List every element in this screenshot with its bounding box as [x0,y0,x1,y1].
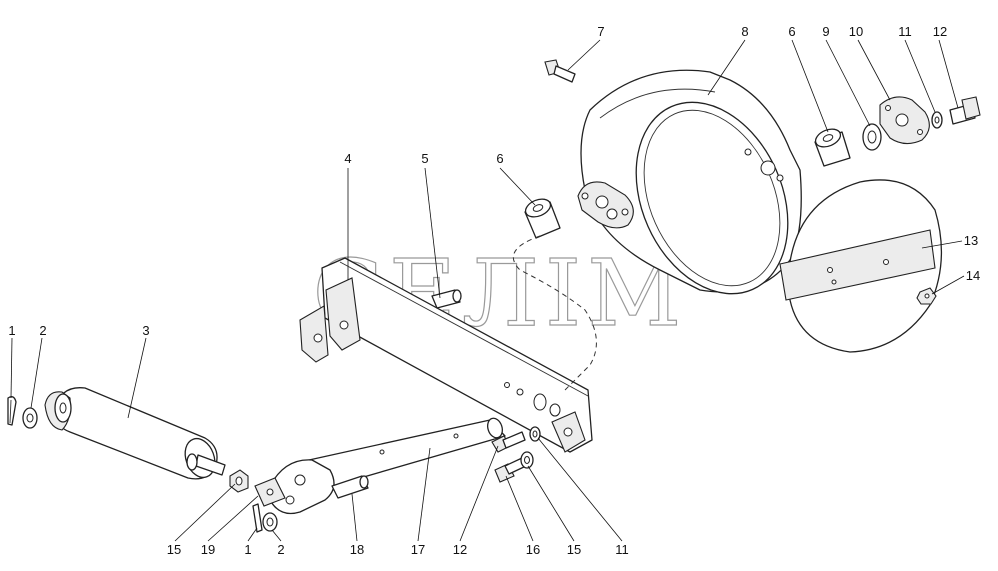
assembly-dashed-line [512,235,597,391]
callout-1-bottom: 1 [244,542,251,557]
callout-15-left: 15 [167,542,181,557]
callout-17: 17 [411,542,425,557]
callout-16: 16 [526,542,540,557]
callout-4: 4 [344,151,351,166]
callout-11-top: 11 [898,24,912,39]
leader-lines [10,39,965,542]
callout-5: 5 [421,151,428,166]
washer-part-11-top [931,111,943,129]
bushing-part-6-right [814,128,851,167]
callout-2-bottom: 2 [277,542,284,557]
callout-18: 18 [350,542,364,557]
bolt-part-12-bottom [491,431,526,453]
plate-part-13 [779,179,943,353]
callout-19: 19 [201,542,215,557]
washer-part-2-left [22,407,38,429]
washer-part-9 [862,123,882,151]
callout-15-bottom: 15 [567,542,581,557]
bolt-part-12-top [949,96,981,125]
washer-part-2-bottom [262,512,278,532]
bolt-part-5 [431,289,462,309]
callout-9: 9 [822,24,829,39]
nut-part-15-left [229,469,249,493]
callout-7: 7 [597,24,604,39]
pin-part-18 [331,475,369,499]
lever-arm-part-17 [254,417,506,515]
bracket-bar-part-4 [299,257,593,453]
callout-6-right: 6 [788,24,795,39]
washer-part-11-bottom [529,426,541,442]
callout-1-left: 1 [8,323,15,338]
callout-6-left: 6 [496,151,503,166]
callout-13: 13 [964,233,978,248]
washer-part-15-bottom [520,451,534,469]
bolt-part-7 [544,59,576,83]
callout-2-left: 2 [39,323,46,338]
cotter-pin-part-1-bottom [252,503,263,533]
callout-11-bottom: 11 [615,542,629,557]
cotter-pin-part-1-left [7,396,17,426]
nut-part-14 [916,287,937,305]
callout-14: 14 [966,268,980,283]
callout-10: 10 [849,24,863,39]
cylinder-part-3 [44,387,226,480]
callout-3: 3 [142,323,149,338]
callout-12-bottom: 12 [453,542,467,557]
callout-8: 8 [741,24,748,39]
bushing-part-6-left [524,198,561,239]
callout-12-top: 12 [933,24,947,39]
flange-part-10 [879,96,930,145]
